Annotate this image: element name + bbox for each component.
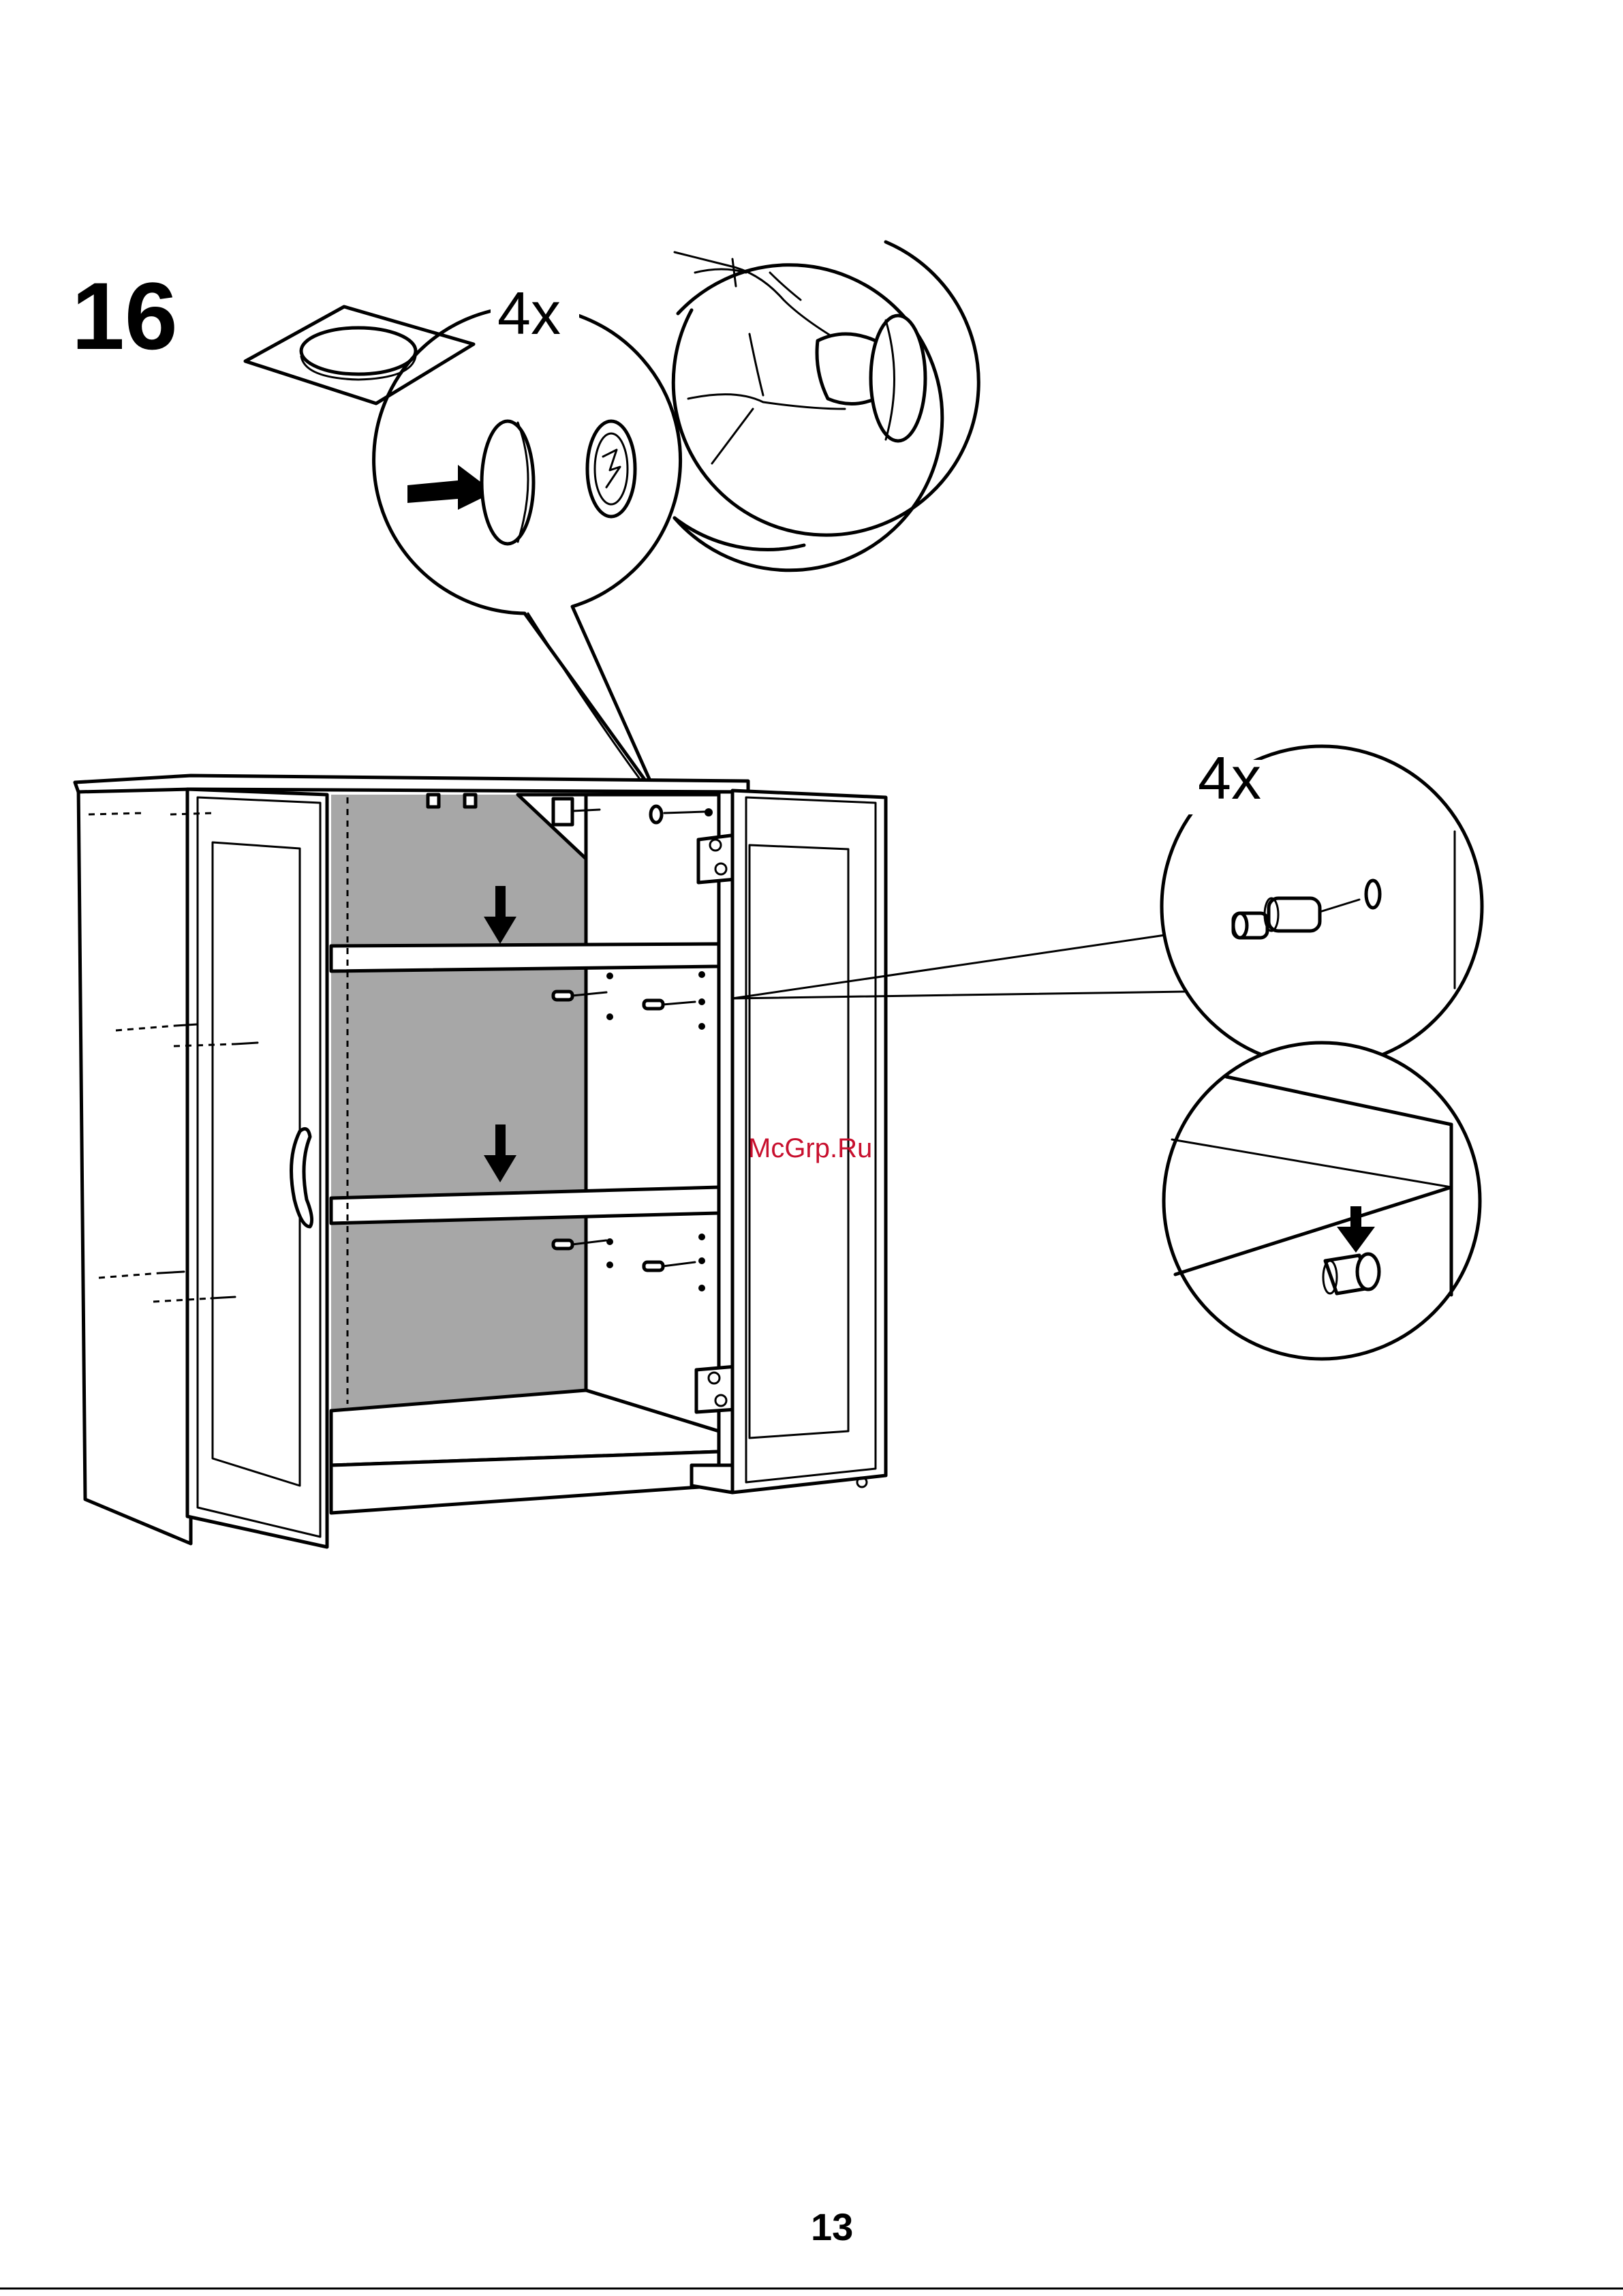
watermark: McGrp.Ru: [748, 1133, 872, 1163]
felt-pad-disc-icon: [482, 421, 534, 544]
step-number: 16: [72, 262, 178, 369]
thumb-press-detail: [673, 242, 978, 570]
felt-pad-face-icon: [587, 421, 635, 517]
thumb-icon: [675, 252, 882, 463]
felt-pad-quantity: 4x: [497, 279, 561, 347]
page-number: 13: [811, 2205, 853, 2248]
shelf-pin-quantity: 4x: [1198, 744, 1261, 812]
shelf-on-pin-callout: [1164, 1043, 1480, 1359]
felt-pad-sheet-icon: [245, 307, 474, 403]
felt-pad-callout: 4x: [374, 273, 681, 797]
